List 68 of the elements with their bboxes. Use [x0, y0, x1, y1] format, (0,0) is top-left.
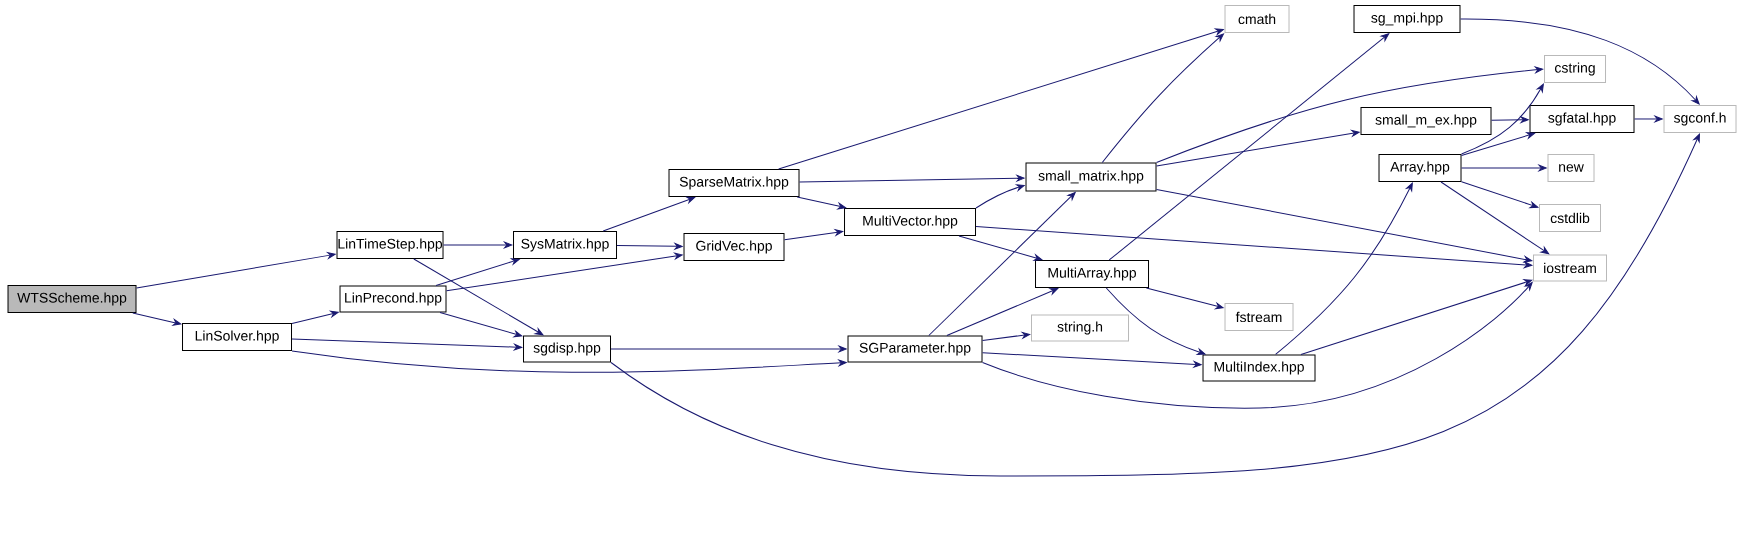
arrow: [413, 258, 544, 336]
file-box: MultiIndex.hpp: [1202, 354, 1316, 382]
file-box: WTSScheme.hpp: [7, 285, 137, 313]
file-box: LinPrecond.hpp: [339, 285, 447, 313]
arrow: [435, 258, 520, 286]
header-box: fstream: [1224, 303, 1294, 331]
arrow: [610, 345, 847, 353]
arrow: [1461, 164, 1547, 172]
file-box: GridVec.hpp: [683, 233, 785, 261]
header-box: string.h: [1031, 314, 1129, 342]
arrow: [796, 196, 847, 210]
arrow: [1491, 116, 1529, 124]
file-box: sg_mpi.hpp: [1353, 5, 1461, 33]
file-box: MultiArray.hpp: [1035, 260, 1149, 288]
arrow: [291, 338, 523, 351]
arrow: [778, 28, 1224, 170]
arrow: [1108, 33, 1390, 261]
file-box: small_matrix.hpp: [1025, 162, 1157, 192]
arrow: [1461, 132, 1535, 156]
arrow: [975, 184, 1025, 209]
arrow: [982, 282, 1533, 409]
arrow: [799, 174, 1025, 183]
file-box: SparseMatrix.hpp: [668, 169, 800, 197]
header-box: iostream: [1533, 254, 1607, 282]
arrow: [1300, 279, 1533, 355]
header-box: cstdlib: [1539, 204, 1601, 232]
arrow: [1156, 188, 1533, 263]
file-box: sgfatal.hpp: [1529, 105, 1635, 133]
arrow: [958, 235, 1043, 261]
arrow: [610, 133, 1700, 477]
arrow: [1156, 130, 1360, 167]
file-box: SGParameter.hpp: [847, 335, 983, 363]
arrow: [1461, 83, 1544, 155]
header-box: new: [1547, 154, 1595, 182]
arrow: [443, 241, 513, 249]
arrow: [1105, 287, 1206, 355]
arrow: [602, 196, 696, 232]
file-box: LinTimeStep.hpp: [336, 231, 444, 259]
arrow: [1634, 115, 1663, 123]
arrow: [616, 242, 683, 250]
arrow: [439, 312, 523, 338]
arrow: [132, 312, 182, 326]
arrow: [136, 252, 336, 289]
arrow: [784, 229, 844, 241]
arrow: [928, 191, 1076, 336]
arrow: [1145, 287, 1224, 310]
arrow: [982, 352, 1202, 368]
file-box: LinSolver.hpp: [182, 323, 292, 351]
arrow: [946, 288, 1059, 336]
file-box: Array.hpp: [1378, 154, 1462, 182]
arrow: [982, 331, 1031, 341]
arrow: [1461, 181, 1539, 209]
arrow: [1156, 66, 1544, 163]
arrow: [291, 310, 339, 325]
arrow: [291, 350, 847, 373]
arrow: [1275, 182, 1413, 355]
arrow: [1460, 18, 1700, 105]
file-box: SysMatrix.hpp: [513, 231, 617, 259]
header-box: cmath: [1224, 5, 1290, 33]
arrow: [446, 252, 683, 292]
file-box: small_m_ex.hpp: [1360, 107, 1492, 135]
header-box: cstring: [1544, 55, 1606, 83]
header-box: sgconf.h: [1663, 105, 1737, 133]
file-box: MultiVector.hpp: [844, 208, 976, 236]
file-box: sgdisp.hpp: [523, 335, 611, 363]
arrow: [1101, 33, 1224, 163]
arrow: [1440, 181, 1550, 255]
arrow: [975, 226, 1533, 269]
